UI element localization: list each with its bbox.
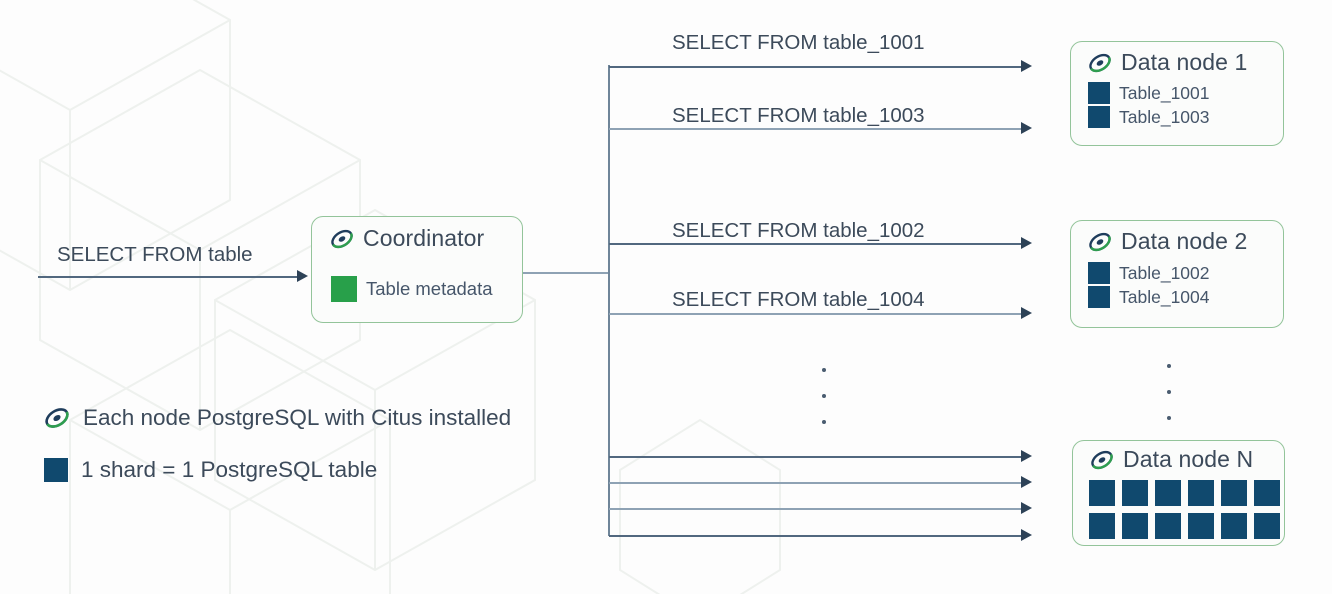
- ellipsis-dot: [1167, 364, 1171, 368]
- blue-square-icon: [1122, 480, 1148, 506]
- input-query-label: SELECT FROM table: [57, 243, 253, 266]
- blue-square-icon: [1088, 286, 1110, 308]
- legend-text-shard: 1 shard = 1 PostgreSQL table: [81, 457, 378, 482]
- citus-logo-icon: [44, 405, 70, 431]
- fanout-arrow-head-6: [1021, 476, 1032, 488]
- legend-row-shard: 1 shard = 1 PostgreSQL table: [44, 457, 511, 483]
- data-node-n[interactable]: Data node N: [1072, 440, 1285, 546]
- citus-logo-icon: [1088, 230, 1112, 254]
- fanout-arrow-head-2: [1021, 122, 1032, 134]
- ellipsis-dot: [822, 420, 826, 424]
- fanout-arrow-line-4: [609, 313, 1024, 315]
- blue-square-icon: [1122, 513, 1148, 539]
- data-node-2-shard-row: Table_1004: [1088, 286, 1283, 308]
- citus-logo-icon: [1088, 51, 1112, 75]
- fanout-arrow-head-5: [1021, 450, 1032, 462]
- data-node-1-shard-row: Table_1001: [1088, 82, 1283, 104]
- fanout-arrow-head-7: [1021, 502, 1032, 514]
- data-node-2-title: Data node 2: [1121, 228, 1248, 254]
- blue-square-icon: [1155, 480, 1181, 506]
- citus-logo-icon: [1090, 448, 1114, 472]
- green-square-icon: [331, 276, 357, 302]
- blue-square-icon: [1088, 82, 1110, 104]
- fanout-arrow-line-3: [609, 243, 1024, 245]
- legend: Each node PostgreSQL with Citus installe…: [44, 405, 511, 509]
- blue-square-icon: [1254, 513, 1280, 539]
- data-node-1-shard-row: Table_1003: [1088, 106, 1283, 128]
- blue-square-icon: [1089, 513, 1115, 539]
- arrows-ellipsis: [822, 368, 826, 446]
- nodes-ellipsis: [1167, 364, 1171, 442]
- blue-square-icon: [1088, 262, 1110, 284]
- fanout-label-4: SELECT FROM table_1004: [672, 288, 925, 311]
- data-node-n-header: Data node N: [1073, 441, 1284, 473]
- coordinator-title: Coordinator: [363, 225, 485, 251]
- fanout-arrow-head-1: [1021, 60, 1032, 72]
- ellipsis-dot: [822, 368, 826, 372]
- coordinator-header: Coordinator: [312, 217, 522, 252]
- fanout-arrow-head-4: [1021, 307, 1032, 319]
- blue-square-icon: [1254, 480, 1280, 506]
- legend-row-citus: Each node PostgreSQL with Citus installe…: [44, 405, 511, 431]
- data-node-2-header: Data node 2: [1071, 221, 1283, 255]
- fanout-label-2: SELECT FROM table_1003: [672, 104, 925, 127]
- blue-square-icon: [1088, 106, 1110, 128]
- fanout-arrow-line-1: [609, 66, 1024, 68]
- fanout-arrow-line-2: [609, 128, 1024, 130]
- shard-label: Table_1002: [1119, 262, 1210, 283]
- blue-square-icon: [1155, 513, 1181, 539]
- blue-square-icon: [44, 458, 68, 482]
- fanout-label-1: SELECT FROM table_1001: [672, 31, 925, 54]
- fanout-label-3: SELECT FROM table_1002: [672, 219, 925, 242]
- fanout-arrow-line-5: [609, 456, 1024, 458]
- blue-square-icon: [1221, 513, 1247, 539]
- fanout-arrow-line-8: [609, 535, 1024, 537]
- blue-square-icon: [1221, 480, 1247, 506]
- fanout-trunk: [608, 65, 610, 536]
- blue-square-icon: [1089, 480, 1115, 506]
- blue-square-icon: [1188, 513, 1214, 539]
- input-arrow-line: [38, 276, 300, 278]
- fanout-arrow-head-8: [1021, 529, 1032, 541]
- coordinator-metadata-row: Table metadata: [312, 252, 522, 302]
- data-node-2[interactable]: Data node 2 Table_1002 Table_1004: [1070, 220, 1284, 328]
- citus-logo-icon: [330, 227, 354, 251]
- shard-label: Table_1004: [1119, 286, 1210, 307]
- coordinator-metadata-label: Table metadata: [366, 278, 493, 299]
- data-node-1[interactable]: Data node 1 Table_1001 Table_1003: [1070, 41, 1284, 146]
- data-node-1-title: Data node 1: [1121, 49, 1248, 75]
- blue-square-icon: [1188, 480, 1214, 506]
- shard-label: Table_1001: [1119, 82, 1210, 103]
- input-arrow-head: [297, 270, 308, 282]
- fanout-arrow-line-7: [609, 508, 1024, 510]
- data-node-n-shard-grid: [1089, 480, 1284, 539]
- ellipsis-dot: [822, 394, 826, 398]
- fanout-arrow-head-3: [1021, 237, 1032, 249]
- coordinator-trunk-connector: [523, 272, 609, 274]
- data-node-n-title: Data node N: [1123, 446, 1254, 472]
- data-node-1-header: Data node 1: [1071, 42, 1283, 76]
- coordinator-node[interactable]: Coordinator Table metadata: [311, 216, 523, 323]
- data-node-2-shard-row: Table_1002: [1088, 262, 1283, 284]
- legend-text-citus: Each node PostgreSQL with Citus installe…: [83, 405, 512, 430]
- fanout-arrow-line-6: [609, 482, 1024, 484]
- ellipsis-dot: [1167, 416, 1171, 420]
- shard-label: Table_1003: [1119, 106, 1210, 127]
- ellipsis-dot: [1167, 390, 1171, 394]
